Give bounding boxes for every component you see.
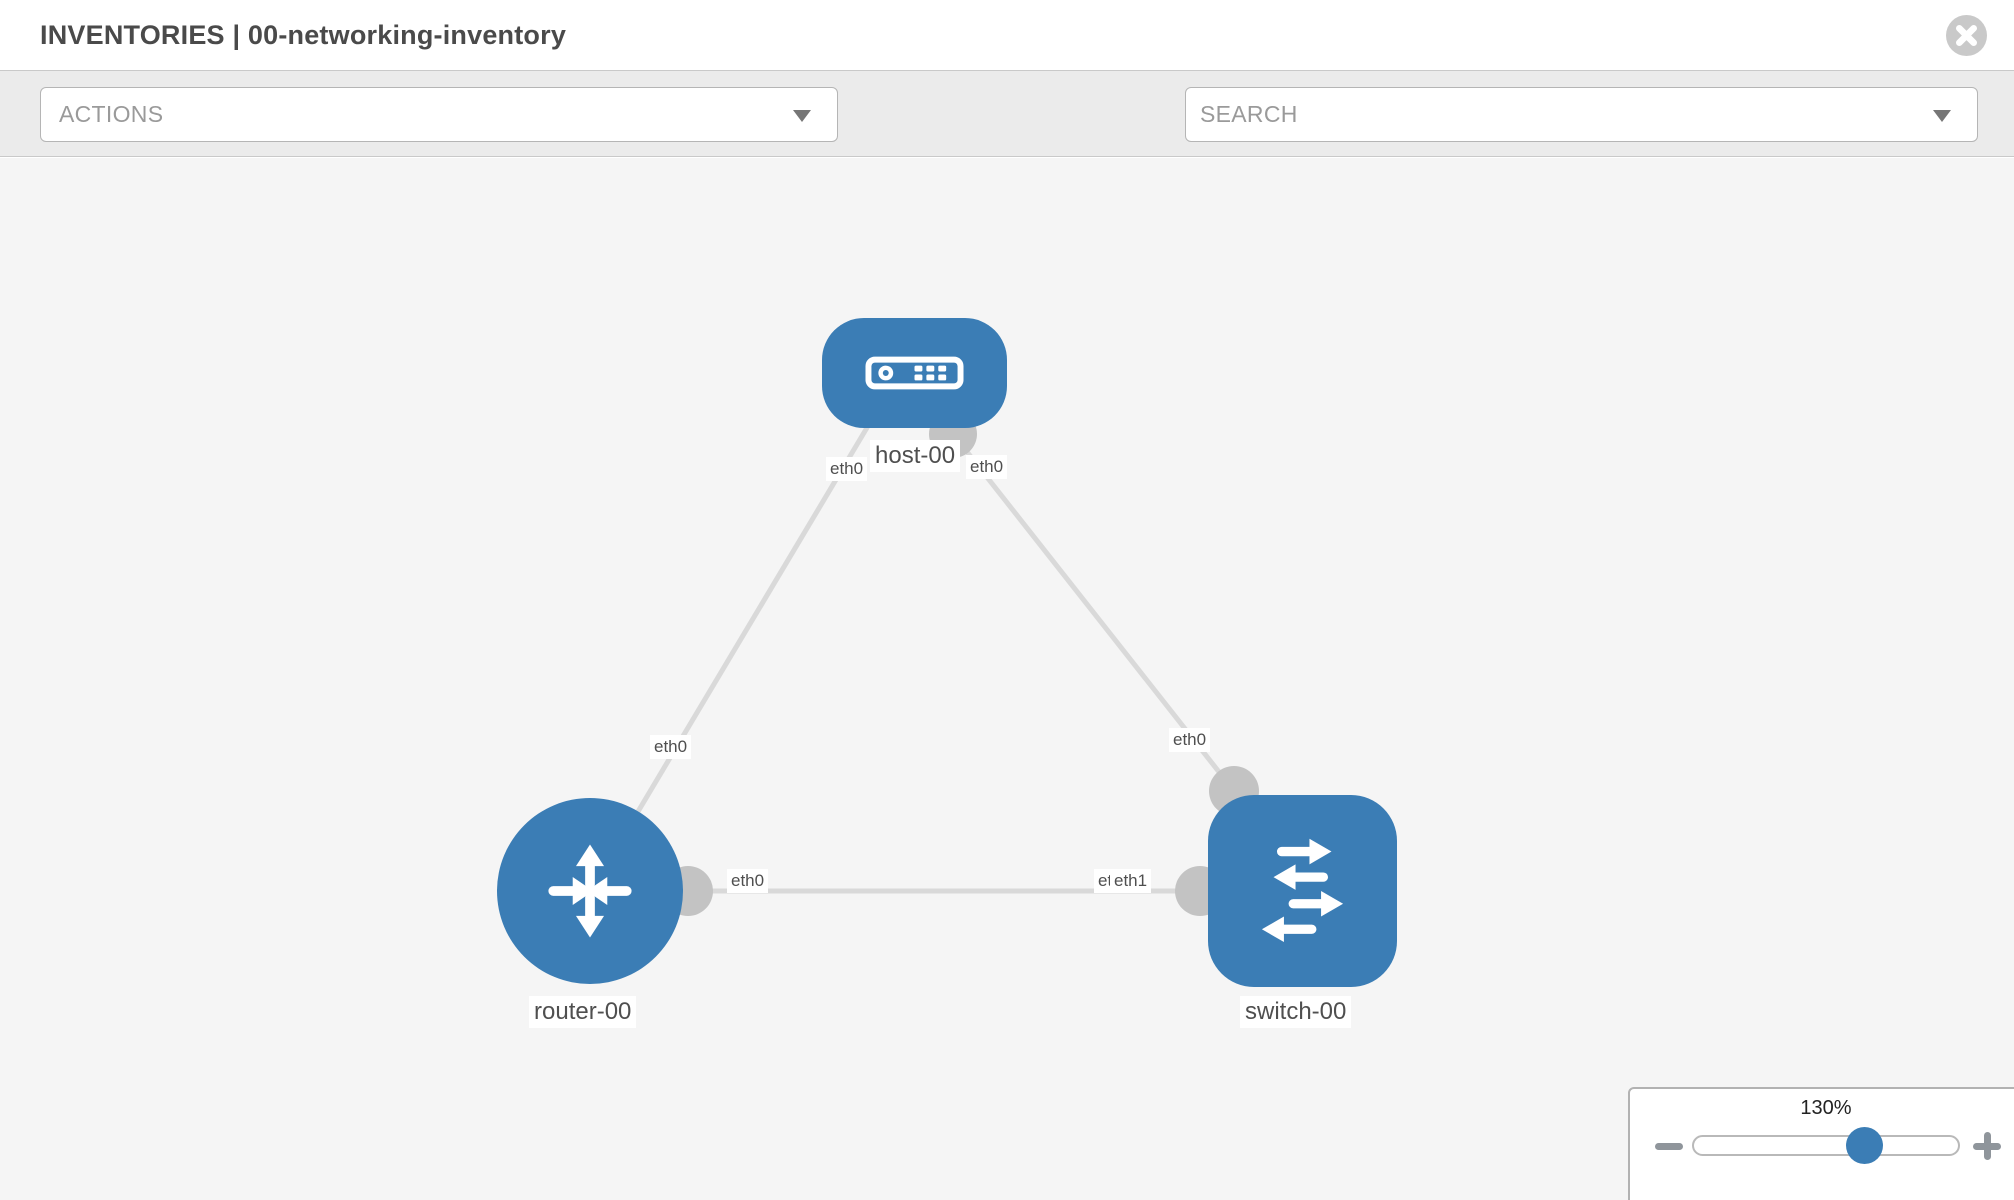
node-label-switch: switch-00 bbox=[1240, 996, 1352, 1028]
interface-label-host-eth0-right: eth0 bbox=[966, 455, 1008, 479]
zoom-in-button[interactable] bbox=[1966, 1130, 2008, 1162]
actions-dropdown-label: ACTIONS bbox=[59, 101, 164, 127]
node-label-host: host-00 bbox=[870, 440, 961, 472]
topology-canvas[interactable]: host-00 router-00 switch-00 eth0 eth0 et… bbox=[0, 158, 2014, 1200]
node-switch-00[interactable] bbox=[1208, 795, 1397, 987]
server-icon bbox=[865, 356, 964, 390]
interface-label-host-eth0-left: eth0 bbox=[826, 457, 868, 481]
crossed-arrows-icon bbox=[548, 844, 632, 938]
plus-icon bbox=[1983, 1132, 1991, 1160]
node-host-00[interactable] bbox=[822, 318, 1007, 428]
interface-label-switch-eth1: eth1 bbox=[1110, 869, 1152, 893]
header-bar: INVENTORIES | 00-networking-inventory bbox=[0, 0, 2014, 71]
zoom-level-value: 130% bbox=[1800, 1097, 1852, 1119]
links-layer bbox=[587, 410, 1259, 916]
interface-label-switch-eth0-top: eth0 bbox=[1169, 728, 1211, 752]
zoom-slider[interactable] bbox=[1692, 1135, 1960, 1156]
zoom-slider-thumb[interactable] bbox=[1846, 1127, 1883, 1164]
interface-label-router-eth0-right: eth0 bbox=[727, 869, 769, 893]
close-button[interactable] bbox=[1946, 15, 1987, 56]
close-icon bbox=[1946, 15, 1987, 56]
search-dropdown[interactable] bbox=[1185, 87, 1978, 142]
chevron-down-icon bbox=[1933, 110, 1951, 122]
toolbar: ACTIONS bbox=[0, 71, 2014, 206]
minus-icon bbox=[1655, 1143, 1683, 1150]
chevron-down-icon bbox=[793, 110, 811, 122]
actions-dropdown[interactable]: ACTIONS bbox=[40, 87, 838, 142]
exchange-arrows-icon bbox=[1261, 838, 1344, 943]
node-router-00[interactable] bbox=[497, 798, 683, 984]
search-input[interactable] bbox=[1200, 92, 1900, 137]
node-label-router: router-00 bbox=[529, 996, 637, 1028]
zoom-control-panel: 130% bbox=[1628, 1087, 2014, 1200]
interface-label-router-eth0-top: eth0 bbox=[650, 735, 692, 759]
zoom-out-button[interactable] bbox=[1648, 1133, 1690, 1159]
page-title: INVENTORIES | 00-networking-inventory bbox=[40, 20, 567, 50]
